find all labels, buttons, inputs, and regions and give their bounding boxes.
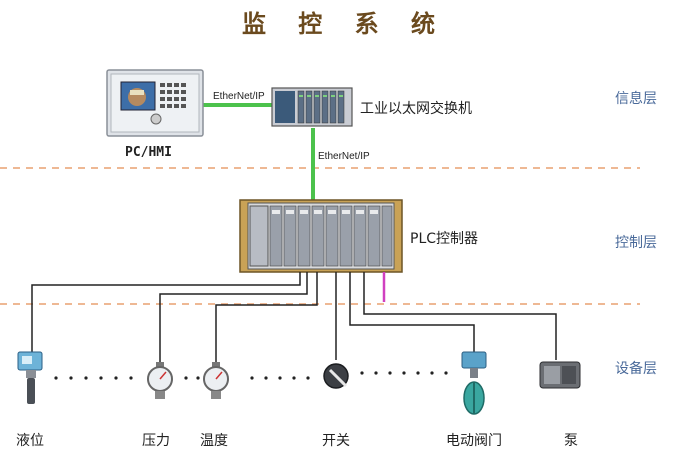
pump-label: 泵 [564, 433, 578, 449]
temperature-label: 温度 [200, 433, 228, 449]
pc-hmi-label: PC/HMI [125, 145, 172, 160]
wire-pressure [159, 272, 308, 362]
pc-switch-link-label: EtherNet/IP [213, 91, 265, 102]
level-label: 液位 [16, 433, 44, 449]
plc-controller-icon [239, 199, 403, 273]
pc-hmi-icon [106, 69, 204, 137]
switch-label: 工业以太网交换机 [360, 101, 472, 117]
ethernet-switch-icon [271, 87, 353, 127]
wire-temperature [215, 272, 318, 362]
electric-valve-icon [461, 351, 487, 415]
device-dotted-links [54, 371, 448, 380]
level-sensor-icon [17, 351, 43, 404]
temperature-gauge-icon [203, 362, 229, 399]
switch-device-label: 开关 [322, 433, 350, 449]
pressure-gauge-icon [147, 362, 173, 399]
wire-level [31, 272, 301, 352]
diagram-title: 监 控 系 统 [241, 9, 448, 38]
control-layer-label: 控制层 [615, 235, 657, 251]
valve-label: 电动阀门 [446, 433, 502, 449]
device-layer-label: 设备层 [615, 361, 657, 377]
plc-label: PLC控制器 [410, 231, 479, 247]
switch-icon [323, 363, 349, 389]
wire-pump [363, 272, 557, 360]
pressure-label: 压力 [142, 433, 170, 449]
pump-icon [539, 361, 581, 389]
field-wiring [31, 272, 557, 362]
switch-plc-link-label: EtherNet/IP [318, 151, 370, 162]
info-layer-label: 信息层 [615, 91, 657, 107]
wire-valve [349, 272, 475, 352]
